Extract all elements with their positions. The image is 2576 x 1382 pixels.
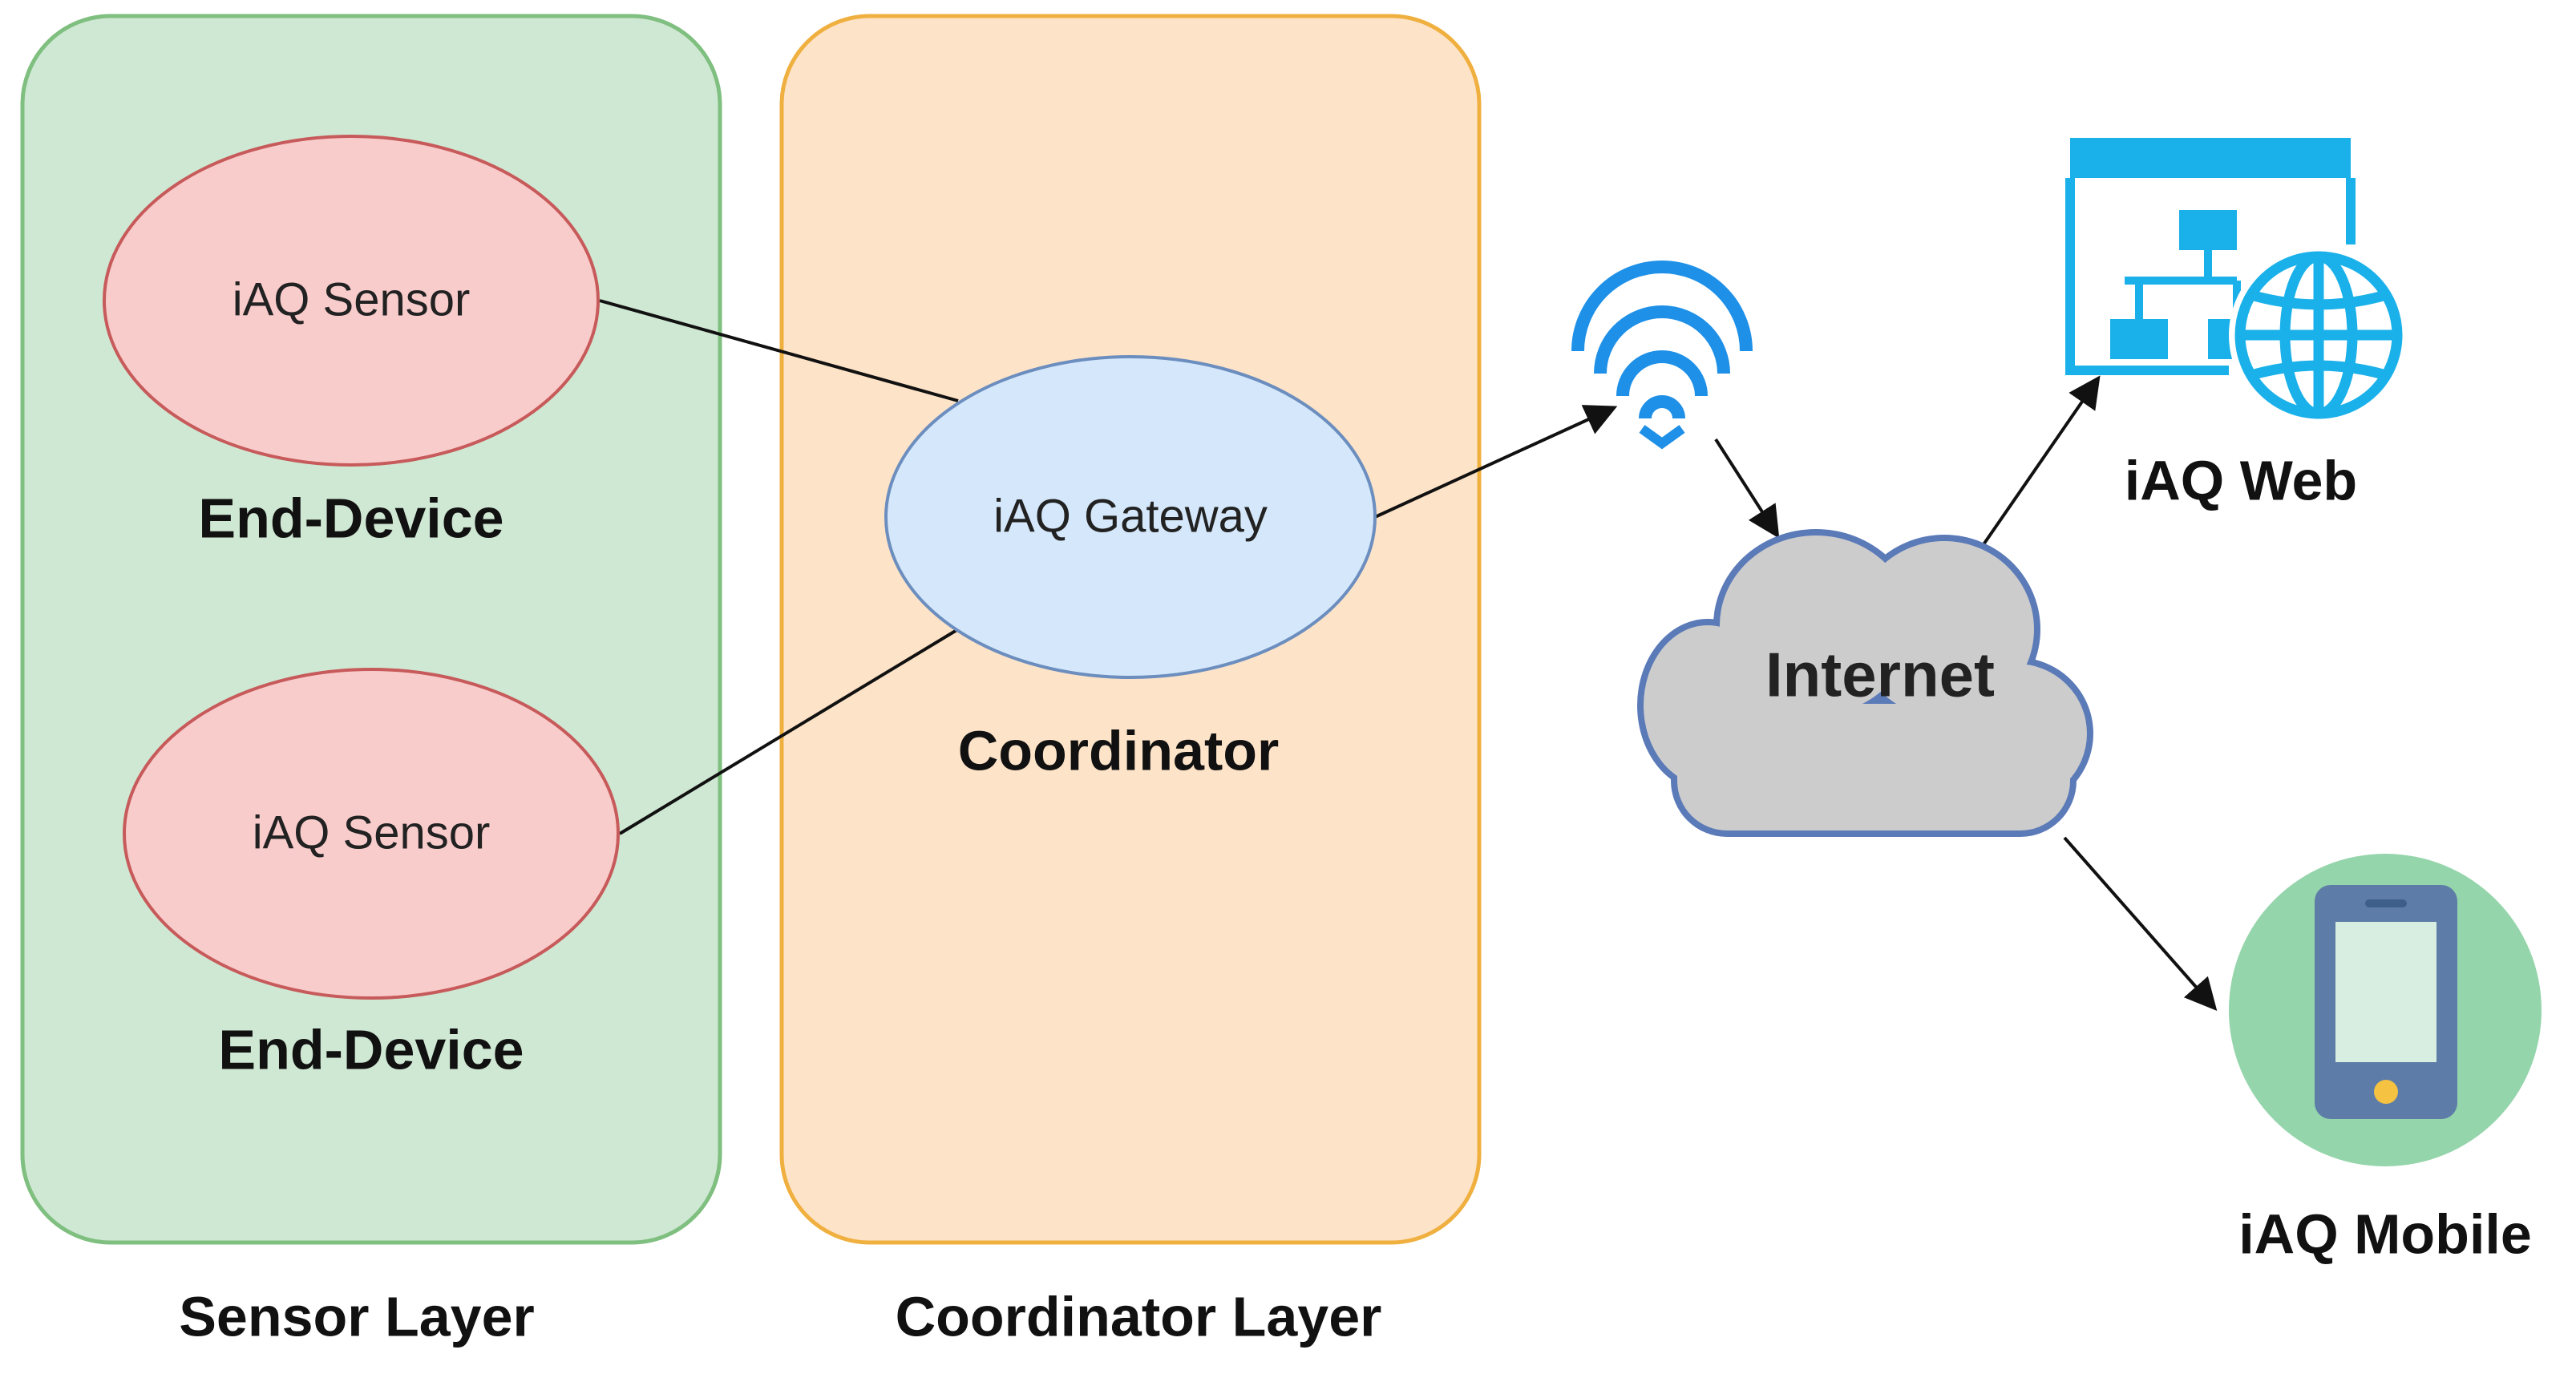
sensor-label-bottom: iAQ Sensor xyxy=(253,806,491,859)
sensor-layer-caption: Sensor Layer xyxy=(179,1285,535,1348)
wifi-icon xyxy=(1571,261,1753,450)
edge-sensor-top-gateway xyxy=(599,299,959,402)
web-label: iAQ Web xyxy=(2125,449,2357,511)
edge-internet-mobile xyxy=(2063,836,2218,1012)
gateway-node: iAQ Gateway Coordinator xyxy=(884,355,1377,782)
sensor-ellipse-bottom xyxy=(123,668,620,1000)
end-device-label-bottom: End-Device xyxy=(218,1018,524,1081)
sensor-node-top: iAQ Sensor End-Device xyxy=(103,135,600,549)
web-sitemap-globe-icon: iAQ Web xyxy=(2065,138,2408,511)
edge-gateway-wifi xyxy=(1374,405,1618,519)
cloud-shape xyxy=(1637,529,2093,837)
mobile-phone-icon: iAQ Mobile xyxy=(2229,854,2542,1265)
coordinator-layer-caption: Coordinator Layer xyxy=(896,1285,1382,1348)
internet-label: Internet xyxy=(1765,640,1995,710)
edge-wifi-internet xyxy=(1714,438,1780,539)
sensor-node-bottom: iAQ Sensor End-Device xyxy=(123,668,620,1081)
gateway-label: iAQ Gateway xyxy=(993,490,1268,542)
end-device-label-top: End-Device xyxy=(198,487,503,549)
gateway-ellipse xyxy=(884,355,1377,679)
edge-sensor-bottom-gateway xyxy=(618,628,960,835)
internet-cloud: Internet xyxy=(1637,529,2093,837)
sensor-label-top: iAQ Sensor xyxy=(233,273,471,325)
coordinator-label: Coordinator xyxy=(958,719,1280,782)
sensor-ellipse-top xyxy=(103,135,600,467)
coordinator-layer: Coordinator Layer xyxy=(779,14,1482,1348)
mobile-label: iAQ Mobile xyxy=(2238,1202,2532,1265)
edge-internet-web xyxy=(1979,375,2101,551)
connectors xyxy=(599,299,2218,1012)
